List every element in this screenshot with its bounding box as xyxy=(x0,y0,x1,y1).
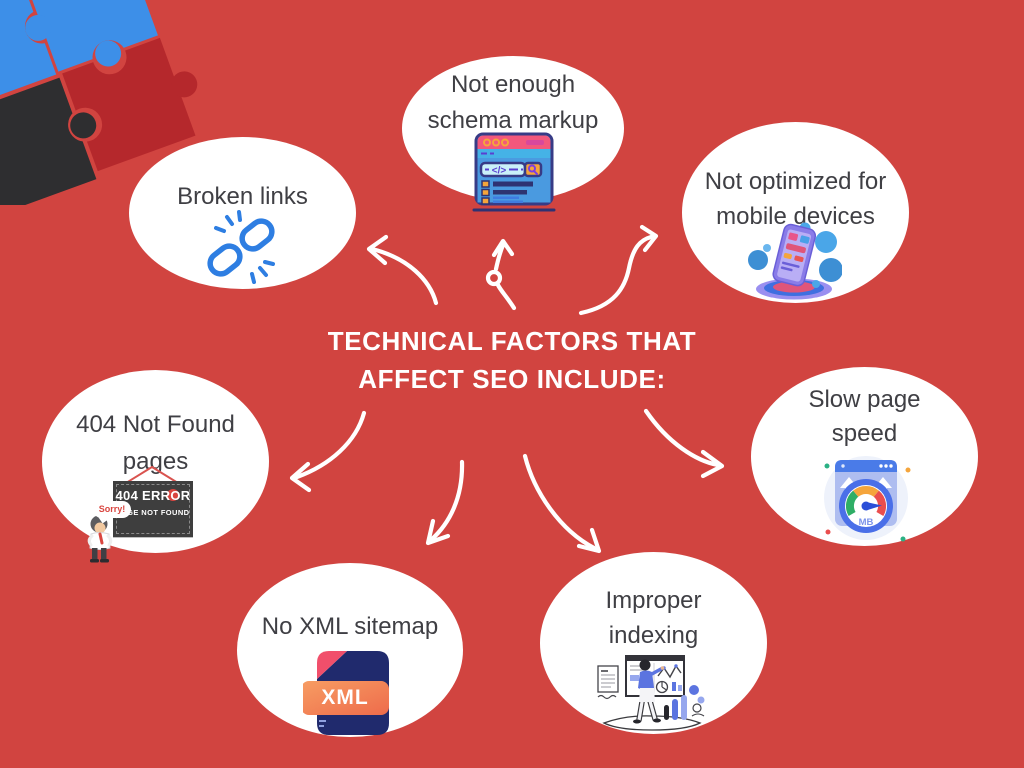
node-mobile-devices: Not optimized for mobile devices xyxy=(682,122,909,303)
arrow-to-404-pages xyxy=(289,410,367,493)
title-line-1: TECHNICAL FACTORS THAT xyxy=(327,326,697,356)
sorry-character xyxy=(87,515,113,563)
puzzle-piece-blue-corner xyxy=(0,0,57,112)
xml-file-icon: XML xyxy=(303,651,391,737)
central-title: TECHNICAL FACTORS THAT AFFECT SEO INCLUD… xyxy=(262,322,762,398)
node-broken-links: Broken links xyxy=(129,137,356,289)
node-label: Not optimized for mobile devices xyxy=(704,168,887,230)
node-xml-sitemap: No XML sitemap XML xyxy=(237,563,463,737)
broken-o-dot xyxy=(167,489,179,501)
puzzle-piece-blue xyxy=(22,0,158,72)
sign-title: 404 ERROR xyxy=(115,488,191,503)
node-404-pages: 404 Not Found pages 404 ERROR PAGE NOT F… xyxy=(42,370,269,563)
browser-code-search-icon: </> xyxy=(472,132,556,212)
arrow-to-xml-sitemap xyxy=(425,459,465,546)
sign-subtitle: PAGE NOT FOUND xyxy=(116,508,190,517)
404-error-sign-icon: 404 ERROR PAGE NOT FOUND Sorry! xyxy=(82,463,200,563)
broken-chain-link-icon xyxy=(207,210,275,284)
sign-strings xyxy=(125,466,179,484)
person-figure xyxy=(633,659,665,724)
arrow-to-improper-indexing xyxy=(522,453,602,554)
node-ellipse xyxy=(129,137,356,289)
analytics-whiteboard-icon xyxy=(597,655,705,731)
node-label: Improper indexing xyxy=(605,587,702,649)
arrow-to-page-speed xyxy=(643,408,725,479)
node-label: No XML sitemap xyxy=(261,613,439,640)
xml-badge-label: XML xyxy=(321,686,369,709)
code-snippet-text: </> xyxy=(492,166,507,177)
mobile-phone-3d-icon xyxy=(748,222,842,300)
title-line-2: AFFECT SEO INCLUDE: xyxy=(358,364,666,394)
arrow-to-broken-links xyxy=(366,234,439,306)
folded-corner xyxy=(317,651,347,679)
node-label: Slow page speed xyxy=(808,386,921,447)
node-label: Not enough schema markup xyxy=(427,71,599,134)
node-schema-markup: Not enough schema markup </> xyxy=(402,56,624,212)
magnifier-icon xyxy=(528,164,536,173)
node-page-speed: Slow page speed MB xyxy=(751,367,978,546)
node-label: Broken links xyxy=(177,183,308,210)
node-improper-indexing: Improper indexing xyxy=(540,552,767,734)
arrow-to-schema-markup xyxy=(485,238,517,311)
puzzle-pieces-decoration xyxy=(0,0,198,205)
speech-bubble: Sorry! xyxy=(93,501,131,518)
node-label: 404 Not Found pages xyxy=(76,411,235,475)
gauge-unit-label: MB xyxy=(859,517,874,528)
puzzle-piece-black xyxy=(0,77,97,205)
arrow-to-mobile-devices xyxy=(578,224,659,316)
speedometer-browser-icon: MB xyxy=(824,456,911,542)
